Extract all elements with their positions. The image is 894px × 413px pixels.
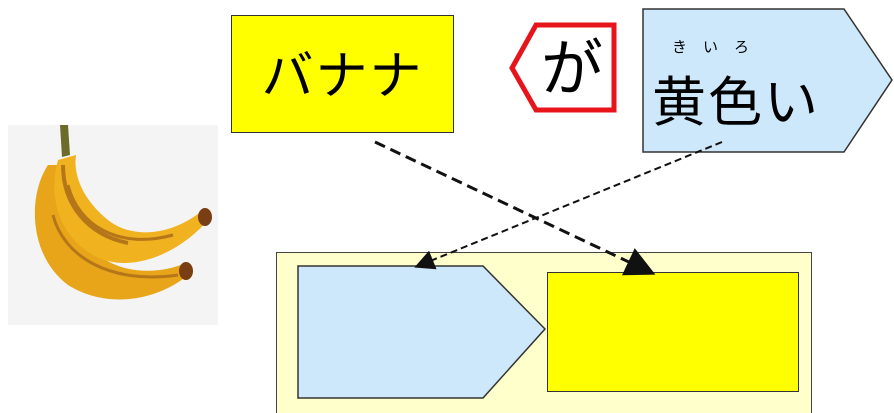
particle-text: が: [540, 32, 603, 105]
predicate-to-blue-arrow: [414, 141, 723, 270]
subject-text: バナナ: [261, 46, 424, 107]
subject-box: バナナ: [231, 15, 454, 133]
predicate-text: 黄色い: [652, 71, 820, 134]
target-blue-pentagon: [297, 265, 547, 399]
particle-outline-shape: [509, 22, 617, 113]
predicate-furigana: きいろ: [672, 38, 766, 56]
target-yellow-box: [547, 272, 799, 392]
predicate-box-shape: [642, 8, 893, 153]
banana-icon: [34, 125, 212, 300]
subject-to-yellow-arrow: [374, 140, 656, 276]
banana-illustration-panel: [8, 125, 218, 325]
